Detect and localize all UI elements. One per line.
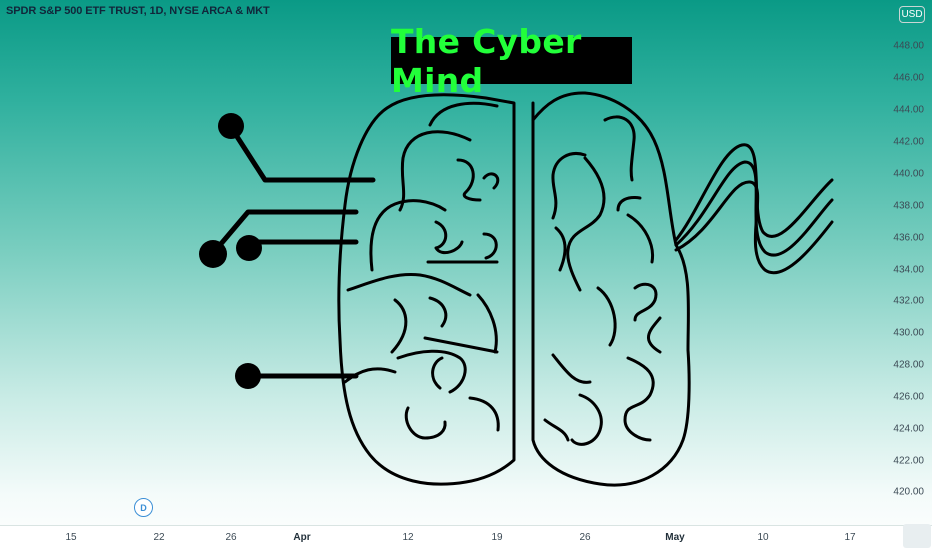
- dividend-marker[interactable]: D: [134, 498, 153, 517]
- price-label: 428.00: [893, 359, 924, 371]
- time-axis[interactable]: 15 22 26 Apr 12 19 26 May 10 17: [0, 525, 932, 550]
- time-label: 22: [153, 532, 165, 543]
- title-banner: The Cyber Mind: [391, 22, 632, 100]
- time-label: 15: [65, 532, 77, 543]
- currency-button[interactable]: USD: [899, 6, 925, 23]
- price-label: 446.00: [893, 72, 924, 84]
- price-label: 420.00: [893, 486, 924, 498]
- time-label: 26: [225, 532, 237, 543]
- price-axis[interactable]: 448.00 446.00 444.00 442.00 440.00 438.0…: [870, 0, 932, 525]
- price-label: 436.00: [893, 232, 924, 244]
- time-label: 19: [491, 532, 503, 543]
- symbol-label: SPDR S&P 500 ETF TRUST, 1D, NYSE ARCA & …: [6, 5, 270, 17]
- price-label: 432.00: [893, 295, 924, 307]
- price-label: 438.00: [893, 200, 924, 212]
- time-label: 12: [402, 532, 414, 543]
- axis-settings-button[interactable]: [903, 524, 931, 548]
- cyber-brain-drawing: [199, 91, 834, 487]
- price-label: 448.00: [893, 40, 924, 52]
- title-text: The Cyber Mind: [391, 21, 582, 100]
- price-label: 444.00: [893, 104, 924, 116]
- circuit-lines: [199, 113, 376, 389]
- time-label: 26: [579, 532, 591, 543]
- price-label: 426.00: [893, 391, 924, 403]
- time-label-month: May: [665, 532, 685, 543]
- price-label: 442.00: [893, 136, 924, 148]
- price-label: 434.00: [893, 264, 924, 276]
- price-label: 430.00: [893, 327, 924, 339]
- price-label: 424.00: [893, 423, 924, 435]
- price-label: 440.00: [893, 168, 924, 180]
- time-label: 10: [757, 532, 769, 543]
- price-label: 422.00: [893, 455, 924, 467]
- time-label-month: Apr: [293, 532, 311, 543]
- time-label: 17: [844, 532, 856, 543]
